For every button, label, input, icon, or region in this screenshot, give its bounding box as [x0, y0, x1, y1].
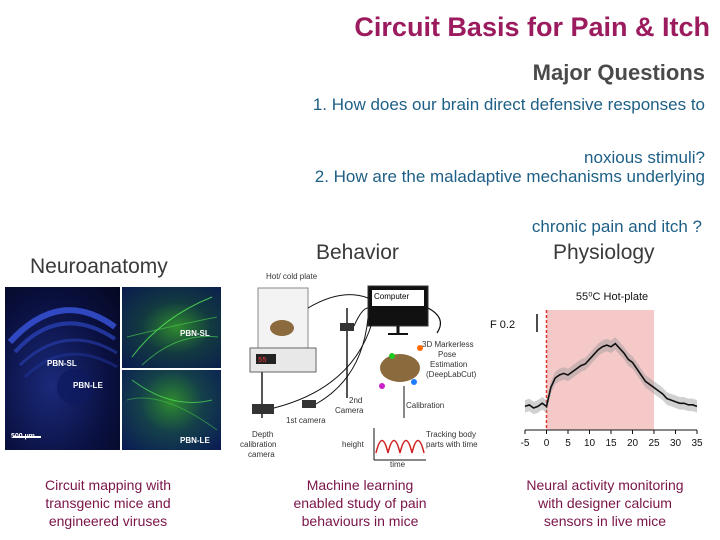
- neuroanatomy-caption: Circuit mapping with transgenic mice and…: [18, 476, 198, 530]
- neuroanatomy-caption-line-1: Circuit mapping with: [44, 477, 172, 493]
- temperature-display: [256, 354, 276, 364]
- pose-label-3: Estimation: [430, 360, 468, 369]
- camera-2-label-1: 2nd: [349, 396, 363, 405]
- microscopy-zoom-bottom-image: PBN-LE: [122, 370, 221, 450]
- height-label: height: [342, 440, 364, 449]
- neuroanatomy-caption-line-2: transgenic mice and: [45, 495, 171, 511]
- computer-label: Computer: [374, 292, 410, 301]
- physiology-caption-line-2: with designer calcium: [538, 495, 672, 511]
- tracked-mouse: [380, 354, 420, 382]
- x-tick-label: 35: [691, 438, 703, 449]
- behavior-caption-line-1: Machine learning: [306, 477, 414, 493]
- behavior-heading: Behavior: [316, 241, 399, 264]
- x-tick-label: 0: [544, 438, 550, 449]
- question-1-line-1: 1. How does our brain direct defensive r…: [312, 95, 705, 114]
- temperature-display-value: 55: [258, 357, 266, 365]
- brain-section-illustration: [7, 307, 118, 438]
- depth-camera-label-3: camera: [248, 450, 275, 459]
- x-tick-label: 10: [584, 438, 596, 449]
- scale-bar-label: F 0.2: [490, 319, 515, 331]
- tracking-label-1: Tracking body: [426, 430, 476, 439]
- neuroanatomy-heading: Neuroanatomy: [30, 255, 168, 278]
- hot-cold-plate-box: [257, 287, 309, 349]
- behavior-setup-diagram: 55 Hot/ cold plate Computer 3D Marke: [232, 268, 494, 470]
- depth-camera-label-2: calibration: [240, 440, 277, 449]
- pose-label-2: Pose: [438, 350, 457, 359]
- microscopy-overview-image: PBN-SL PBN-LE 500 µm: [5, 287, 120, 450]
- slide-title: Circuit Basis for Pain & Itch: [354, 12, 710, 42]
- behavior-caption: Machine learning enabled study of pain b…: [260, 476, 460, 530]
- calcium-trace-chart: 55⁰C Hot-plate F 0.2 -5 0 5 10 15 20 25 30 35: [490, 291, 703, 449]
- arrow-to-mouse: [427, 307, 442, 334]
- x-tick-label: 5: [565, 438, 571, 449]
- microscopy-zoom-top-image: PBN-SL: [122, 287, 221, 368]
- neuroanatomy-caption-line-3: engineered viruses: [48, 513, 168, 529]
- question-1-line-2: noxious stimuli?: [584, 148, 705, 167]
- physiology-caption: Neural activity monitoring with designer…: [505, 476, 705, 530]
- x-tick-label: 15: [605, 438, 617, 449]
- physiology-caption-line-3: sensors in live mice: [543, 513, 667, 529]
- pbn-le-label: PBN-LE: [73, 381, 103, 390]
- behavior-caption-line-3: behaviours in mice: [301, 513, 419, 529]
- zoom-pbn-le-label: PBN-LE: [180, 436, 210, 445]
- question-2-line-2: chronic pain and itch ?: [531, 217, 702, 236]
- tracking-trace: [375, 439, 425, 454]
- fiber-illustration: [126, 379, 218, 431]
- scale-bar-label: 500 µm: [11, 433, 35, 440]
- zoom-pbn-sl-label: PBN-SL: [180, 329, 210, 338]
- slide-subtitle: Major Questions: [532, 60, 705, 85]
- pose-label-1: 3D Markerless: [422, 340, 474, 349]
- stimulus-shade: [546, 310, 654, 430]
- time-label: time: [390, 460, 406, 469]
- camera-2-label-2: Camera: [335, 406, 364, 415]
- calibration-label: Calibration: [406, 401, 445, 410]
- first-camera: [302, 400, 316, 408]
- depth-camera: [252, 404, 274, 414]
- behavior-caption-line-2: enabled study of pain: [293, 495, 427, 511]
- physiology-caption-line-1: Neural activity monitoring: [526, 477, 684, 493]
- question-2-line-1: 2. How are the maladaptive mechanisms un…: [314, 167, 705, 186]
- fiber-illustration: [126, 296, 219, 366]
- physiology-heading: Physiology: [553, 241, 655, 264]
- chart-title: 55⁰C Hot-plate: [576, 291, 648, 303]
- depth-camera-label-1: Depth: [252, 430, 274, 439]
- tracking-label-2: parts with time: [426, 440, 478, 449]
- second-camera: [340, 323, 354, 331]
- pbn-sl-label: PBN-SL: [47, 359, 77, 368]
- x-tick-label: -5: [521, 438, 530, 449]
- x-tick-label: 20: [627, 438, 639, 449]
- mouse-in-plate: [270, 320, 294, 336]
- x-tick-label: 25: [648, 438, 660, 449]
- calcium-trace-line: [524, 342, 698, 409]
- pose-label-4: (DeepLabCut): [426, 370, 477, 379]
- plate-label: Hot/ cold plate: [266, 272, 318, 281]
- x-tick-label: 30: [670, 438, 682, 449]
- camera-1-label: 1st camera: [286, 416, 326, 425]
